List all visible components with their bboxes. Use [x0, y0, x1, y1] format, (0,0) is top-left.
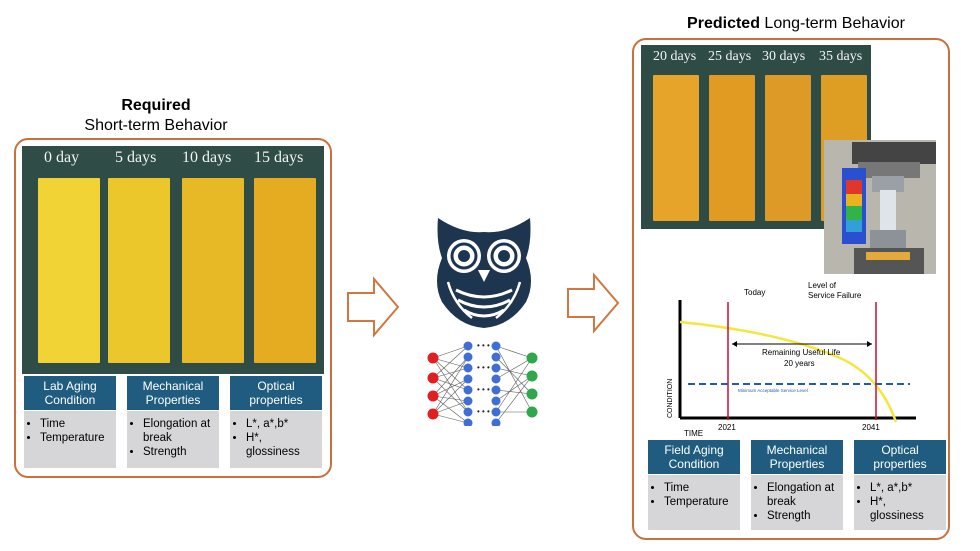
day-label: 35 days — [819, 49, 863, 64]
mechanical-body: Elongation at breakStrength — [751, 475, 843, 530]
degradation-chart: Today Level of Service Failure Remaining… — [667, 281, 916, 438]
day-label: 30 days — [762, 49, 806, 64]
x-tick-2021: 2021 — [718, 423, 736, 432]
day-label: 25 days — [708, 49, 752, 64]
list-item: Elongation at break — [143, 417, 213, 445]
long-term-title: Predicted Long-term Behavior — [640, 14, 952, 34]
optical-body: L*, a*,b*H*, glossiness — [230, 411, 322, 468]
day-label: 5 days — [115, 149, 157, 166]
long-term-photo: 20 days 25 days 30 days 35 days — [641, 45, 871, 229]
right-arrow-icon — [567, 272, 620, 334]
mechanical-header: Mechanical Properties — [127, 376, 219, 410]
svg-text:• • •: • • • — [477, 407, 490, 416]
long-term-panel — [632, 38, 950, 540]
list-item: Strength — [143, 445, 213, 459]
day-label: 20 days — [653, 49, 697, 64]
svg-text:• • •: • • • — [477, 341, 490, 350]
specimen-strip — [765, 75, 811, 221]
svg-text:• • •: • • • — [477, 385, 490, 394]
svg-text:• • •: • • • — [477, 363, 490, 372]
lab-aging-header: Lab Aging Condition — [24, 376, 116, 410]
list-item: H*, glossiness — [870, 495, 940, 523]
specimen-strip — [38, 178, 100, 363]
short-term-photo: 0 day 5 days 10 days 15 days — [22, 146, 324, 374]
x-axis-label: TIME — [684, 429, 703, 438]
failure-label-2: Service Failure — [808, 291, 862, 300]
list-item: H*, glossiness — [246, 431, 316, 459]
right-arrow-icon — [347, 276, 400, 338]
list-item: Temperature — [664, 495, 734, 509]
short-term-panel — [14, 138, 332, 478]
condition-curve — [679, 320, 898, 423]
long-term-title-bold: Predicted — [687, 15, 760, 32]
tensile-test-image — [824, 140, 936, 274]
list-item: Temperature — [40, 431, 110, 445]
lab-aging-body: TimeTemperature — [24, 411, 116, 468]
day-label: 10 days — [182, 149, 232, 166]
min-service-label: Minimum Acceptable Service Level — [738, 388, 808, 393]
optical-header: Optical properties — [230, 376, 322, 410]
mechanical-header: Mechanical Properties — [751, 440, 843, 474]
optical-header: Optical properties — [854, 440, 946, 474]
field-aging-body: TimeTemperature — [648, 475, 740, 530]
short-term-title-bold: Required — [121, 97, 191, 114]
specimen-strip — [254, 178, 316, 363]
list-item: L*, a*,b* — [246, 417, 316, 431]
specimen-strip — [108, 178, 170, 363]
y-axis-label: CONDITION — [667, 379, 674, 418]
long-term-title-rest: Long-term Behavior — [759, 15, 905, 32]
list-item: Strength — [767, 509, 837, 523]
specimen-strip — [182, 178, 244, 363]
today-label: Today — [744, 288, 765, 297]
rul-label-2: 20 years — [784, 359, 815, 368]
list-item: Time — [664, 481, 734, 495]
day-label: 0 day — [44, 149, 80, 166]
short-term-title-rest: Short-term Behavior — [84, 117, 228, 134]
mechanical-body: Elongation at breakStrength — [127, 411, 219, 468]
list-item: Elongation at break — [767, 481, 837, 509]
rul-label-1: Remaining Useful Life — [762, 348, 841, 357]
x-tick-2041: 2041 — [862, 423, 880, 432]
neural-network-icon: • • • • • • • • • • • • — [427, 341, 538, 426]
short-term-title: Required Short-term Behavior — [40, 96, 272, 136]
list-item: Time — [40, 417, 110, 431]
owl-icon — [437, 218, 531, 328]
list-item: L*, a*,b* — [870, 481, 940, 495]
failure-label-1: Level of — [808, 281, 837, 290]
specimen-strip — [653, 75, 699, 221]
field-aging-header: Field Aging Condition — [648, 440, 740, 474]
day-label: 15 days — [254, 149, 304, 166]
optical-body: L*, a*,b*H*, glossiness — [854, 475, 946, 530]
specimen-strip — [709, 75, 755, 221]
